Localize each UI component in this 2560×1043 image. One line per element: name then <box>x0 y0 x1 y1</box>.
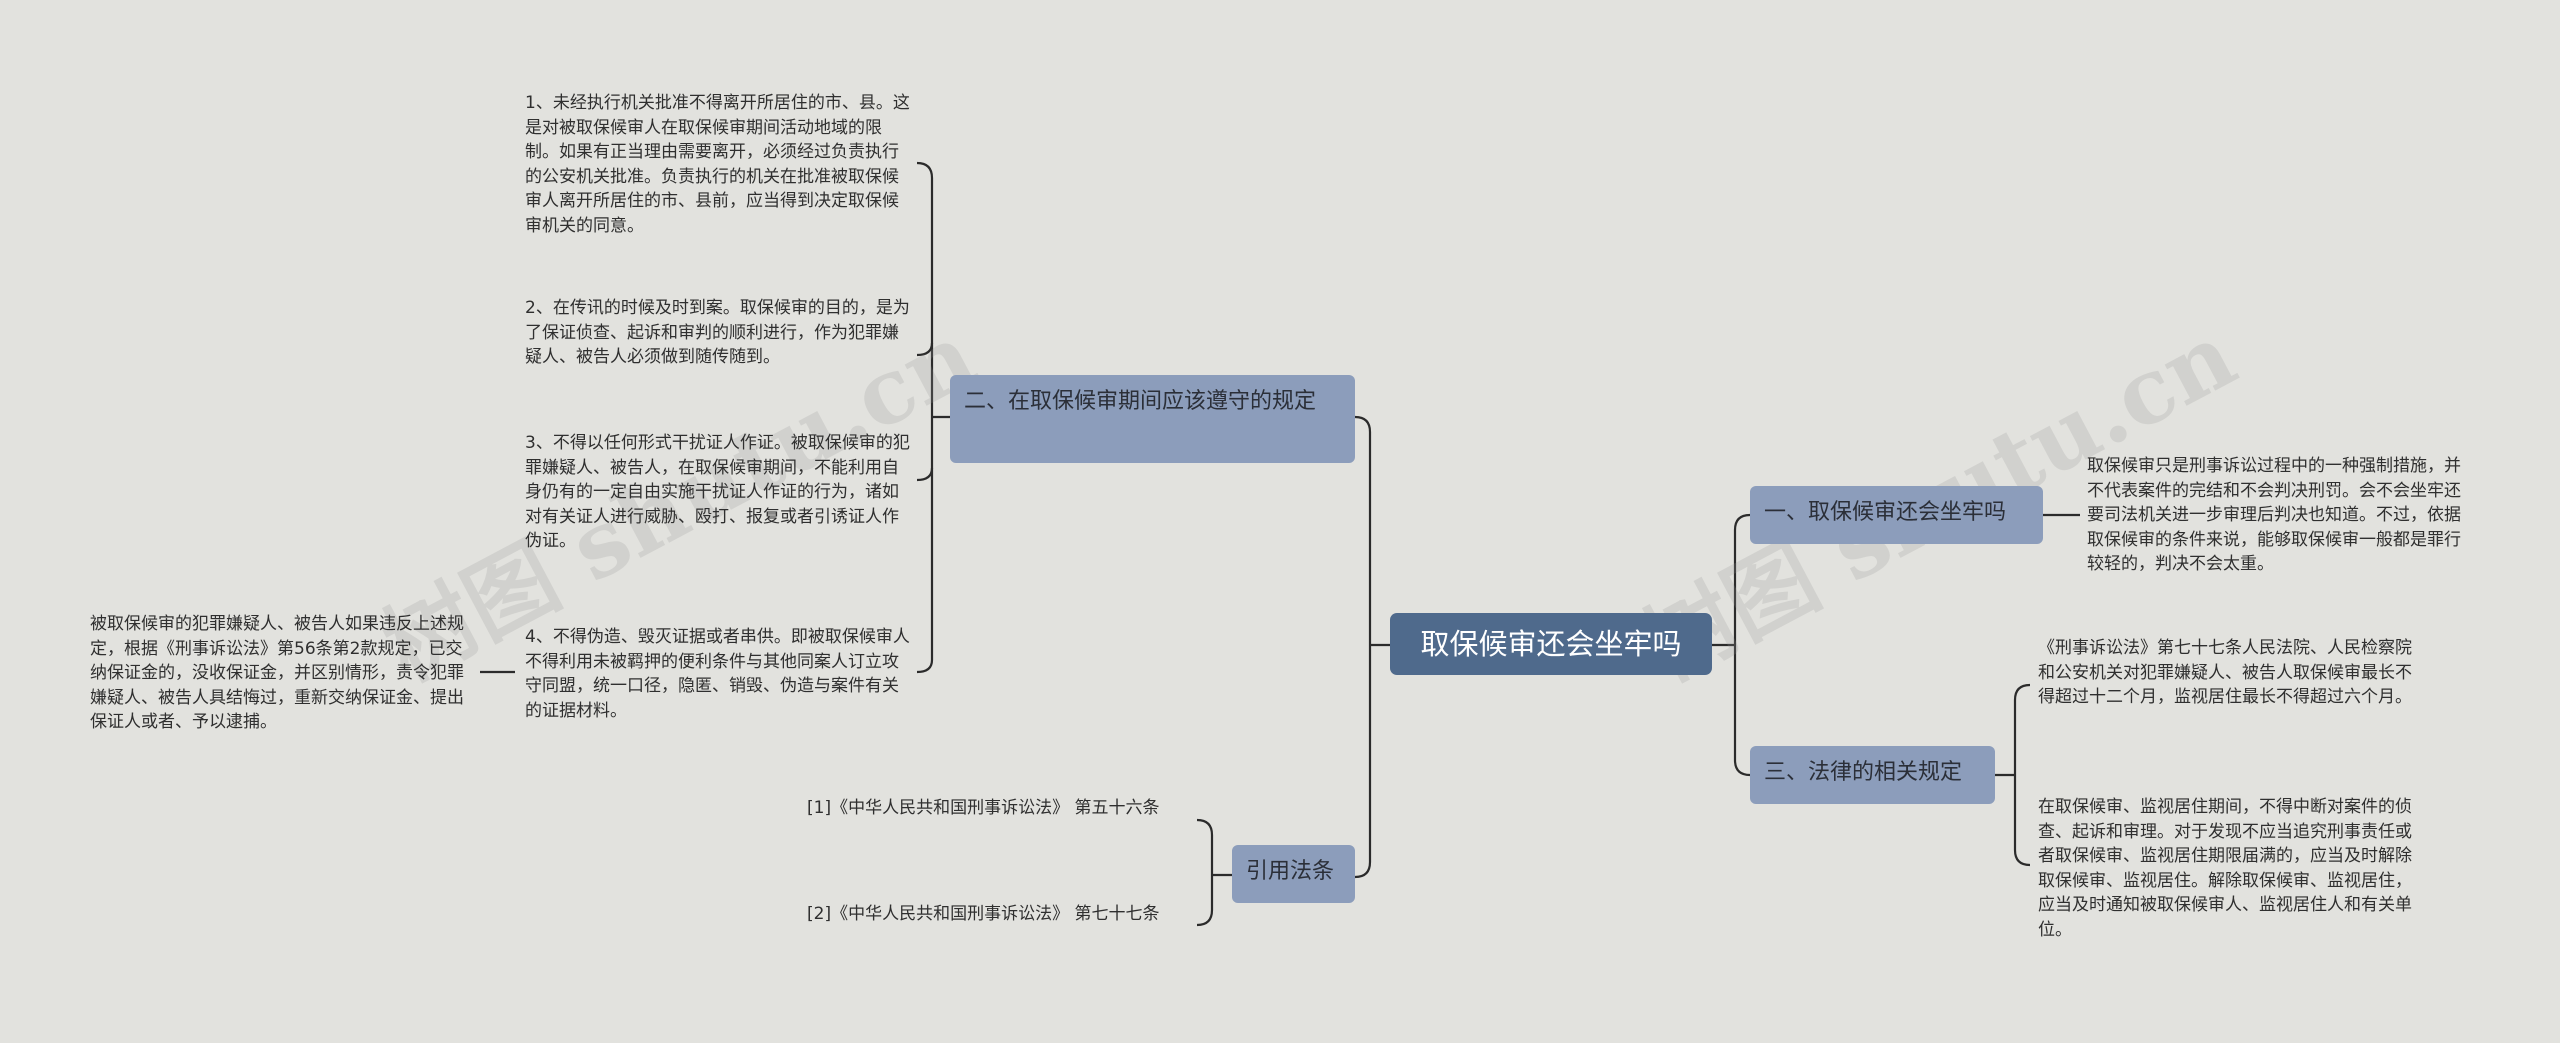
branch-node-legal-provisions[interactable]: 三、法律的相关规定 <box>1750 746 1995 804</box>
leaf-rule-4: 4、不得伪造、毁灭证据或者串供。即被取保候审人不得利用未被羁押的便利条件与其他同… <box>525 627 910 721</box>
leaf-law-during-period: 在取保候审、监视居住期间，不得中断对案件的侦查、起诉和审理。对于发现不应当追究刑… <box>2038 797 2412 940</box>
branch-node-will-jail[interactable]: 一、取保候审还会坐牢吗 <box>1750 486 2043 544</box>
leaf-law-article-77: 《刑事诉讼法》第七十七条人民法院、人民检察院和公安机关对犯罪嫌疑人、被告人取保候… <box>2038 638 2412 707</box>
leaf-citation-2: [2]《中华人民共和国刑事诉讼法》 第七十七条 <box>807 904 1160 924</box>
root-node[interactable]: 取保候审还会坐牢吗 <box>1390 613 1712 675</box>
branch-node-citations[interactable]: 引用法条 <box>1232 845 1355 903</box>
leaf-will-jail-answer: 取保候审只是刑事诉讼过程中的一种强制措施，并不代表案件的完结和不会判决刑罚。会不… <box>2087 456 2461 574</box>
leaf-rule-3: 3、不得以任何形式干扰证人作证。被取保候审的犯罪嫌疑人、被告人，在取保候审期间，… <box>525 433 910 551</box>
leaf-rule-4-consequence: 被取保候审的犯罪嫌疑人、被告人如果违反上述规定，根据《刑事诉讼法》第56条第2款… <box>90 614 464 732</box>
branch-node-rules[interactable]: 二、在取保候审期间应该遵守的规定 <box>950 375 1355 463</box>
leaf-rule-2: 2、在传讯的时候及时到案。取保候审的目的，是为了保证侦查、起诉和审判的顺利进行，… <box>525 298 910 367</box>
leaf-rule-1: 1、未经执行机关批准不得离开所居住的市、县。这是对被取保候审人在取保候审期间活动… <box>525 93 910 236</box>
leaf-citation-1: [1]《中华人民共和国刑事诉讼法》 第五十六条 <box>807 798 1160 818</box>
